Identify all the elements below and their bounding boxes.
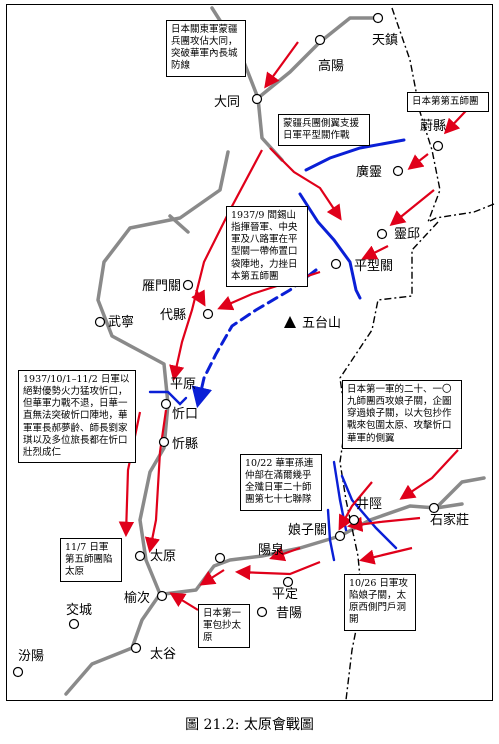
label-guangling: 廣靈 bbox=[356, 165, 383, 180]
map-frame bbox=[6, 4, 493, 701]
red-yuxian-guangling bbox=[407, 153, 429, 170]
label-xinxian: 忻縣 bbox=[172, 437, 199, 452]
note-first-army: 日本第一軍的二十、一〇九師團西攻娘子關，企圖穿過娘子關，以大包抄作戰來包圍太原、… bbox=[342, 380, 462, 449]
red-to-taiyuan bbox=[118, 411, 142, 538]
blue-xinkou-line bbox=[148, 390, 188, 406]
label-fenyang: 汾陽 bbox=[18, 649, 45, 664]
red-east-3 bbox=[359, 546, 413, 565]
label-xiyang: 昔陽 bbox=[276, 606, 303, 621]
city-niangziguan bbox=[334, 530, 346, 542]
label-yangquan: 陽泉 bbox=[258, 543, 285, 558]
red-xinkou-south bbox=[144, 409, 168, 554]
city-yuci bbox=[156, 590, 168, 602]
label-pingyuan: 平原 bbox=[170, 377, 197, 392]
city-yuxian bbox=[432, 140, 444, 152]
river-east-upper bbox=[434, 502, 464, 510]
red-datong-south bbox=[169, 149, 263, 382]
label-yuci: 榆次 bbox=[124, 591, 151, 606]
label-yanmenguan: 雁門關 bbox=[142, 279, 182, 294]
label-pingxingguan: 平型關 bbox=[354, 259, 394, 274]
blue-dashed-withdraw bbox=[191, 268, 318, 409]
label-gaoyang: 高陽 bbox=[318, 59, 345, 74]
label-tianzhen: 天鎮 bbox=[372, 33, 399, 48]
city-tianzhen bbox=[372, 12, 384, 24]
note-pingxingguan-battle: 1937/9 閻錫山指揮晉軍、中央軍及八路軍在平型關一帶佈置口袋陣地，力挫日本第… bbox=[226, 206, 308, 287]
chinese-positions bbox=[148, 138, 406, 562]
note-first-army-encircle: 日本第一軍包抄太原 bbox=[198, 604, 250, 649]
city-guangling bbox=[392, 165, 404, 177]
red-to-yuci bbox=[169, 592, 199, 611]
figure-caption: 圖 21.2: 太原會戰圖 bbox=[185, 717, 314, 733]
red-jingxing-west bbox=[346, 516, 421, 533]
city-pingding bbox=[282, 576, 294, 588]
label-pingding: 平定 bbox=[272, 587, 299, 602]
note-oct22: 10/22 華軍孫連仲部在滿爾幾乎全殲日軍二十師團第七十七聯隊 bbox=[240, 454, 322, 511]
city-xinkou bbox=[160, 398, 172, 410]
note-xinkou-battle: 1937/10/1–11/2 日軍以絕對優勢火力猛攻忻口，但華軍力戰不退，日華一… bbox=[18, 370, 136, 464]
label-niangziguan: 娘子關 bbox=[288, 523, 328, 538]
blue-mengjiang-line bbox=[304, 138, 406, 172]
blue-niangziguan-2 bbox=[340, 474, 398, 550]
city-shijiazhuang bbox=[428, 502, 440, 514]
triangle-icon bbox=[284, 316, 296, 328]
red-to-yangquan bbox=[269, 546, 301, 562]
label-lingqiu: 靈邱 bbox=[394, 227, 421, 242]
city-fenyang bbox=[12, 666, 24, 678]
label-xinkou: 忻口 bbox=[172, 407, 199, 422]
blue-niangziguan-3 bbox=[326, 508, 336, 562]
note-fifth-division: 日本第第五師團 bbox=[407, 92, 489, 113]
note-nov7: 11/7 日軍第五師團陷太原 bbox=[60, 538, 122, 583]
city-wuning bbox=[94, 316, 106, 328]
blue-pingxingguan-line bbox=[298, 192, 362, 300]
label-daixian: 代縣 bbox=[160, 308, 187, 323]
red-to-lingqiu bbox=[389, 189, 435, 226]
city-yangquan bbox=[214, 552, 226, 564]
label-taigu: 太谷 bbox=[150, 647, 177, 662]
label-taiyuan: 太原 bbox=[150, 549, 177, 564]
city-taiyuan bbox=[134, 550, 146, 562]
japanese-advances bbox=[118, 41, 479, 611]
red-mengjiang-down bbox=[269, 147, 342, 221]
city-daixian bbox=[202, 308, 214, 320]
city-pingxingguan bbox=[330, 258, 342, 270]
note-mengjiang-support: 蒙疆兵團側翼支援日軍平型關作戰 bbox=[278, 114, 370, 147]
label-jiaocheng: 交城 bbox=[66, 603, 93, 618]
city-datong bbox=[251, 93, 263, 105]
label-datong: 大同 bbox=[214, 95, 241, 110]
cities bbox=[12, 12, 444, 678]
city-taigu bbox=[130, 642, 142, 654]
label-jingxing: 井陘 bbox=[356, 497, 383, 512]
red-yangquan-west bbox=[199, 569, 225, 586]
red-east-2 bbox=[338, 481, 373, 531]
city-yanmenguan bbox=[182, 279, 194, 291]
note-datong-attack: 日本關東軍蒙疆兵團攻佔大同，突破華軍內長城防線 bbox=[166, 20, 246, 77]
label-wutaishan: 五台山 bbox=[302, 316, 342, 331]
label-wuning: 武寧 bbox=[108, 315, 135, 330]
red-east-1 bbox=[399, 449, 459, 500]
city-xinxian bbox=[158, 436, 170, 448]
boundary-north bbox=[391, 7, 495, 224]
red-to-datong bbox=[264, 41, 299, 89]
label-yuxian: 蔚縣 bbox=[420, 119, 447, 134]
label-shijiazhuang: 石家莊 bbox=[430, 513, 470, 528]
city-xiyang bbox=[256, 606, 268, 618]
city-gaoyang bbox=[314, 34, 326, 46]
city-jiaocheng bbox=[68, 618, 80, 630]
note-oct26: 10/26 日軍攻陷娘子關，太原西側門戶洞開 bbox=[344, 574, 416, 631]
river-hutuo bbox=[162, 476, 486, 596]
red-to-pingxingguan bbox=[361, 245, 389, 260]
city-lingqiu bbox=[376, 228, 388, 240]
river-east bbox=[168, 214, 190, 234]
red-pingding bbox=[234, 560, 321, 581]
city-jingxing bbox=[348, 514, 360, 526]
